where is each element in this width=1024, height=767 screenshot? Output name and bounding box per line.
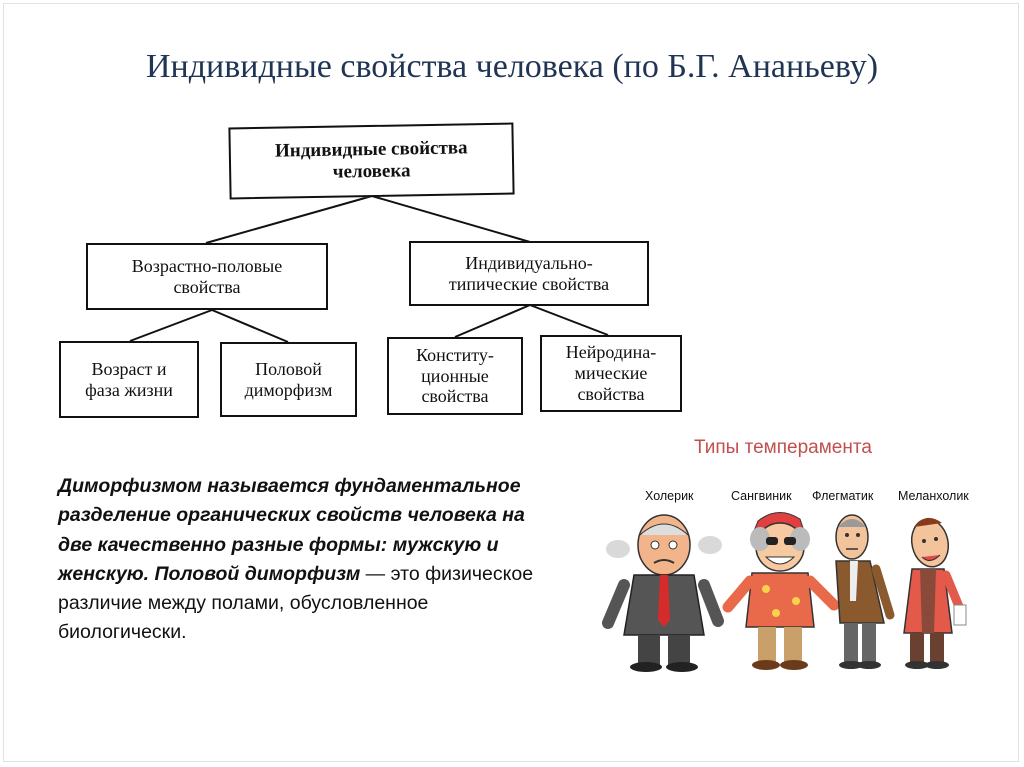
- connector-right-constitutional: [454, 304, 531, 338]
- label-phlegmatic: Флегматик: [812, 489, 874, 503]
- temperament-illustration: [602, 512, 967, 672]
- sanguine-figure-icon: [722, 512, 840, 670]
- connector-left-dimorphism: [211, 309, 289, 343]
- label-sanguine: Сангвиник: [731, 489, 792, 503]
- box-constitutional-properties: Конститу- ционные свойства: [387, 337, 523, 415]
- slide-frame: [3, 3, 1019, 762]
- choleric-figure-icon: [602, 514, 724, 672]
- connector-left-age: [129, 309, 213, 342]
- phlegmatic-figure-icon: [835, 514, 895, 669]
- box-age-sex-properties: Возрастно-половые свойства: [86, 243, 328, 310]
- slide-title: Индивидные свойства человека (по Б.Г. Ан…: [145, 48, 879, 85]
- label-choleric: Холерик: [645, 489, 694, 503]
- box-individual-properties: Индивидные свойства человека: [228, 122, 515, 200]
- box-individual-typical-properties: Индивидуально- типические свойства: [409, 241, 649, 306]
- melancholic-figure-icon: [903, 517, 967, 669]
- connector-root-right: [371, 195, 531, 243]
- connector-root-left: [205, 195, 373, 244]
- box-age-life-phase: Возраст и фаза жизни: [59, 341, 199, 418]
- dimorphism-definition: Диморфизмом называется фундаментальное р…: [58, 472, 548, 648]
- definition-bold-part: Диморфизмом называется фундаментальное р…: [58, 475, 525, 585]
- box-sexual-dimorphism: Половой диморфизм: [220, 342, 357, 417]
- definition-plain-part: — это физическое различие между полами, …: [58, 562, 534, 644]
- connector-right-neurodynamic: [529, 304, 609, 336]
- label-melancholic: Меланхолик: [898, 489, 969, 503]
- temperament-types-title: Типы темперамента: [694, 437, 872, 458]
- box-neurodynamic-properties: Нейродина- мические свойства: [540, 335, 682, 412]
